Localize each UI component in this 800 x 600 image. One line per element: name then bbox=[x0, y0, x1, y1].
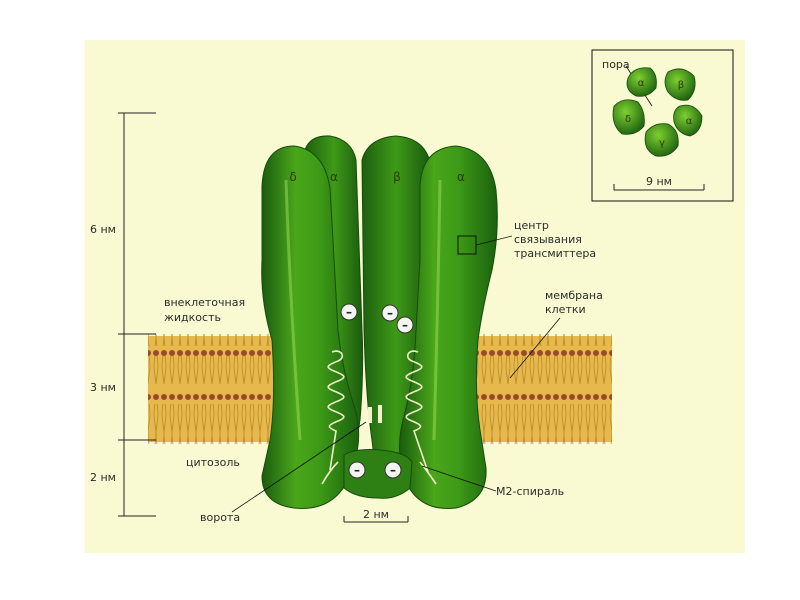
inset-letter-delta: δ bbox=[625, 114, 631, 125]
negative-charge bbox=[384, 461, 402, 479]
bottom-scale bbox=[343, 516, 409, 523]
m2-helix-right bbox=[405, 350, 429, 473]
inset-scale-label: 9 нм bbox=[646, 175, 672, 188]
m2-helix-left bbox=[327, 350, 345, 471]
inset-ring: α β α γ δ bbox=[612, 67, 703, 157]
charges: – – – – – bbox=[340, 303, 414, 479]
negative-charge-sign: – bbox=[402, 318, 408, 332]
negative-charge bbox=[396, 316, 414, 334]
label-binding-line1: центр bbox=[514, 219, 549, 232]
inset-subunit-alpha-right bbox=[673, 104, 703, 137]
subunit-alpha-front bbox=[398, 145, 498, 509]
negative-charge-sign: – bbox=[387, 306, 393, 320]
inset-letter-beta: β bbox=[678, 80, 684, 91]
scale-2nm: 2 нм bbox=[90, 471, 116, 484]
label-binding-line3: трансмиттера bbox=[514, 247, 596, 260]
gate-bar-left bbox=[368, 407, 372, 423]
label-cytosol: цитозоль bbox=[186, 456, 240, 469]
label-m2-helix: М2-спираль bbox=[496, 485, 564, 498]
gate-bar-right bbox=[378, 405, 382, 423]
inset-letter-alpha-top: α bbox=[638, 78, 645, 89]
subunit-letter-alpha-right: α bbox=[457, 170, 465, 184]
inset-subunit-beta bbox=[664, 68, 696, 101]
label-binding-line2: связывания bbox=[514, 233, 582, 246]
membrane-right bbox=[470, 334, 612, 444]
label-gate: ворота bbox=[200, 511, 240, 524]
label-membrane-line1: мембрана bbox=[545, 289, 603, 302]
label-bottom-scale: 2 нм bbox=[363, 508, 389, 521]
inset-letter-gamma: γ bbox=[659, 138, 665, 149]
inset-pore-label: пора bbox=[602, 58, 630, 71]
negative-charge-sign: – bbox=[354, 463, 360, 477]
inset-subunit-delta bbox=[612, 99, 645, 135]
negative-charge-sign: – bbox=[346, 305, 352, 319]
inset-subunit-alpha-top bbox=[626, 67, 657, 97]
negative-charge bbox=[340, 303, 358, 321]
subunit-letter-alpha-left: α bbox=[330, 170, 338, 184]
scale-6nm: 6 нм bbox=[90, 223, 116, 236]
label-membrane-line2: клетки bbox=[545, 303, 586, 316]
subunit-letter-delta: δ bbox=[289, 170, 296, 184]
membrane-left bbox=[148, 334, 280, 444]
subunit-letter-beta: β bbox=[393, 170, 401, 184]
label-extracellular-line1: внеклеточная bbox=[164, 296, 245, 309]
inset-subunit-gamma bbox=[644, 123, 679, 157]
inset-letter-alpha-right: α bbox=[686, 116, 693, 127]
vertical-scale bbox=[118, 112, 156, 517]
label-extracellular-line2: жидкость bbox=[164, 311, 221, 324]
negative-charge bbox=[348, 461, 366, 479]
negative-charge-sign: – bbox=[390, 463, 396, 477]
negative-charge bbox=[381, 304, 399, 322]
scale-3nm: 3 нм bbox=[90, 381, 116, 394]
inset-top-view: пора α β α γ δ 9 нм bbox=[591, 49, 734, 202]
